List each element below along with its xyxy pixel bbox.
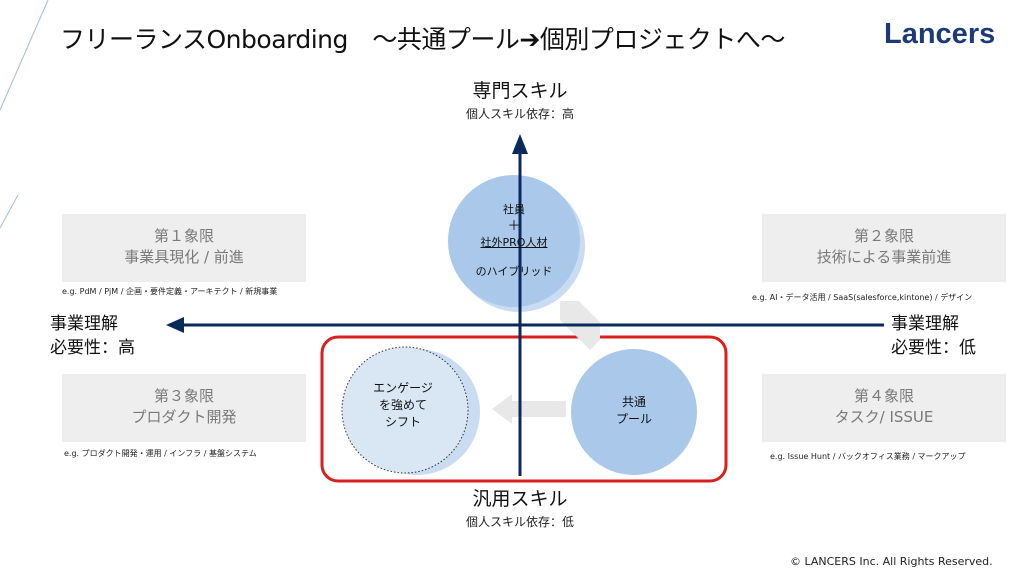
quadrant-3-name: プロダクト開発 xyxy=(131,408,237,426)
quadrant-4-box: 第４象限 タスク/ ISSUE xyxy=(762,374,1006,442)
copyright-footer: © LANCERS Inc. All Rights Reserved. xyxy=(790,555,993,568)
quadrant-3-example: e.g. プロダクト開発・運用 / インフラ / 基盤システム xyxy=(64,449,257,458)
highlight-frame xyxy=(320,335,728,483)
quadrant-1-example: e.g. PdM / PjM / 企画・要件定義・アーキテクト / 新規事業 xyxy=(62,287,278,296)
quadrant-2-example: e.g. AI・データ活用 / SaaS(salesforce,kintone)… xyxy=(752,293,973,302)
corner-decoration-line xyxy=(0,194,19,229)
pool-circle xyxy=(571,349,697,475)
engage-line1: エンゲージ xyxy=(373,381,433,395)
axis-right-line2: 必要性：低 xyxy=(891,338,976,358)
hybrid-line-plus: ＋ xyxy=(507,219,521,234)
quadrant-2-name: 技術による事業前進 xyxy=(816,248,952,266)
hybrid-circle xyxy=(448,175,580,307)
engage-line2: を強めて xyxy=(378,398,427,412)
up-arrow-head xyxy=(512,134,528,154)
engage-circle-text: エンゲージ を強めて シフト xyxy=(343,380,463,431)
axis-bottom-label: 汎用スキル 個人スキル依存：低 xyxy=(420,484,620,530)
axis-right-line1: 事業理解 xyxy=(891,314,959,334)
axis-left-line2: 必要性：高 xyxy=(50,338,135,358)
hybrid-circle-text: 社員 ＋ 社外PRO人材 のハイブリッド xyxy=(449,175,579,305)
hybrid-line-hybrid: のハイブリッド xyxy=(475,265,553,278)
quadrant-4-example: e.g. Issue Hunt / バックオフィス業務 / マークアップ xyxy=(770,452,966,461)
left-arrow-head xyxy=(166,317,184,333)
hybrid-line-external-pro: 社外PRO人材 xyxy=(480,236,548,249)
page-title: フリーランスOnboarding 〜共通プール➔個別プロジェクトへ〜 xyxy=(60,25,785,54)
axis-top-label: 専門スキル 個人スキル依存：高 xyxy=(420,76,620,122)
quadrant-3-box: 第３象限 プロダクト開発 xyxy=(62,374,306,442)
axis-left-label: 事業理解 必要性：高 xyxy=(50,312,135,360)
axis-right-label: 事業理解 必要性：低 xyxy=(891,312,976,360)
quadrant-2-box: 第２象限 技術による事業前進 xyxy=(762,214,1006,282)
engage-circle xyxy=(341,346,469,474)
pool-line1: 共通 xyxy=(621,395,646,409)
corner-decoration-line xyxy=(0,0,49,111)
shift-left-arrow-head xyxy=(492,394,512,424)
shift-left-arrow xyxy=(510,401,566,417)
quadrant-2-number: 第２象限 xyxy=(853,227,914,245)
axis-left-line1: 事業理解 xyxy=(50,314,118,334)
axis-top-sub: 個人スキル依存：高 xyxy=(465,107,574,121)
pool-circle-text: 共通 プール xyxy=(572,394,696,428)
quadrant-1-box: 第１象限 事業具現化 / 前進 xyxy=(62,214,306,282)
lancers-logo: Lancers xyxy=(884,18,996,50)
axis-bottom-main: 汎用スキル xyxy=(472,488,568,510)
quadrant-4-number: 第４象限 xyxy=(853,387,914,405)
pool-line2: プール xyxy=(615,412,652,426)
quadrant-1-number: 第１象限 xyxy=(153,227,214,245)
shift-up-arrow-head xyxy=(566,303,580,318)
quadrant-4-name: タスク/ ISSUE xyxy=(834,408,934,426)
quadrant-1-name: 事業具現化 / 前進 xyxy=(124,248,244,266)
axis-top-main: 専門スキル xyxy=(472,80,568,102)
hybrid-line-employees: 社員 xyxy=(503,203,525,216)
quadrant-3-number: 第３象限 xyxy=(153,387,214,405)
axis-bottom-sub: 個人スキル依存：低 xyxy=(465,515,574,529)
engage-line3: シフト xyxy=(384,415,421,429)
